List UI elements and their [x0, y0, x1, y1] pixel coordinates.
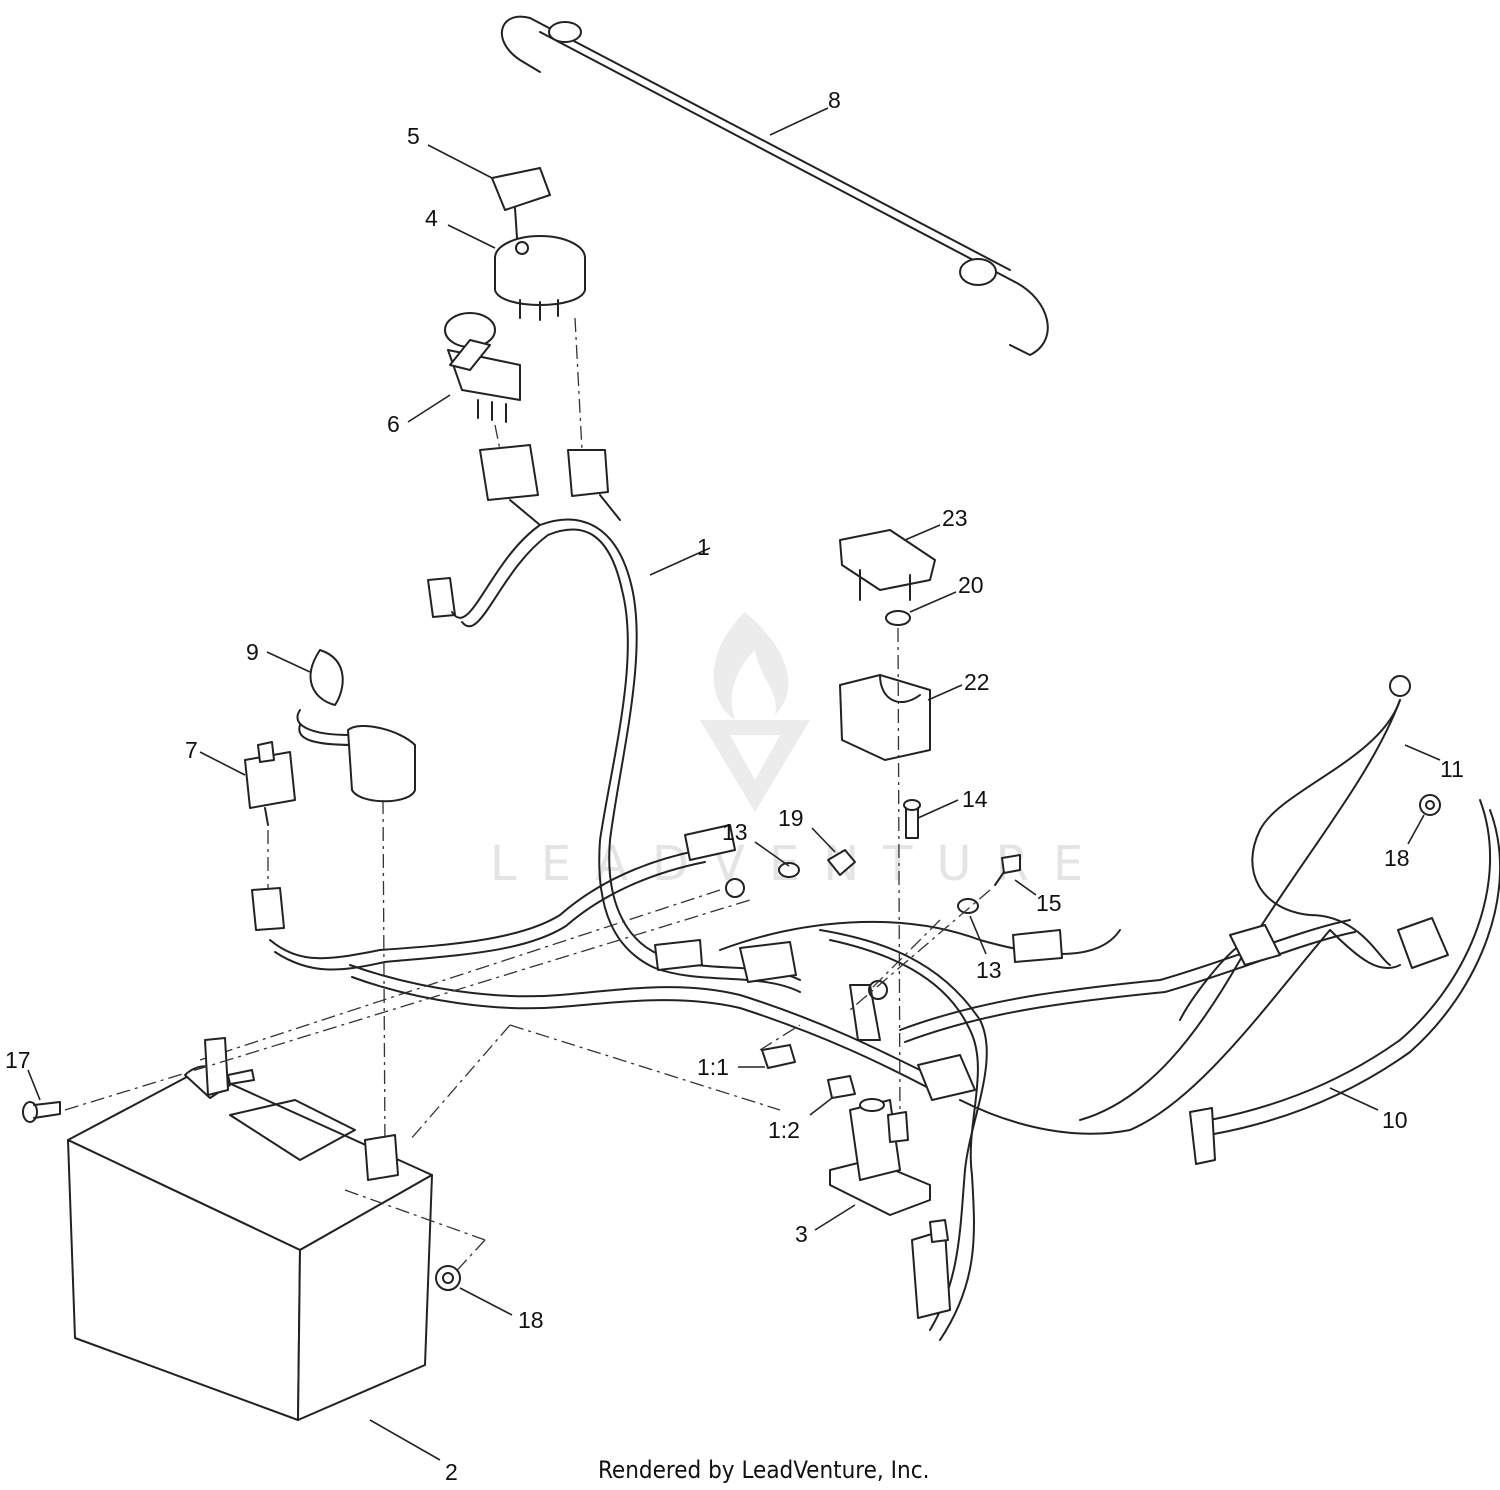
assembly-lines-battery [64, 899, 751, 1279]
cable-part-11 [1079, 675, 1411, 1121]
rendered-by-credit: Rendered by LeadVenture, Inc. [598, 1456, 929, 1484]
assembly-line-pto [494, 424, 501, 451]
washer-part-13-a [778, 862, 800, 878]
fuse-part-1-2 [827, 1075, 856, 1099]
callout-7: 7 [185, 737, 198, 763]
callout-17: 17 [5, 1047, 31, 1073]
rod-part-8 [500, 15, 1049, 356]
assembly-line-solenoid [897, 627, 901, 1121]
callout-10: 10 [1382, 1107, 1408, 1133]
callout-6: 6 [387, 411, 400, 437]
battery-cable-part-9 [296, 649, 416, 803]
callout-23: 23 [942, 505, 968, 531]
fuse-part-1-1 [761, 1044, 796, 1069]
assembly-line-cover [382, 799, 386, 1151]
callout-11: 11 [1440, 756, 1464, 782]
washer-part-13-b [957, 898, 979, 914]
callout-13-a: 13 [722, 819, 748, 845]
nut-part-18-a [435, 1265, 461, 1291]
assembly-lines-fuse [409, 1024, 801, 1141]
callout-8: 8 [828, 87, 841, 113]
main-harness-part-1 [269, 518, 1356, 1341]
bolt-part-14 [903, 799, 921, 839]
callout-3: 3 [795, 1221, 808, 1247]
callout-1-2: 1:2 [768, 1117, 800, 1143]
callout-18-b: 18 [1384, 845, 1410, 871]
harness-connectors-top [427, 444, 621, 618]
callout-1-1: 1:1 [697, 1054, 729, 1080]
callout-4: 4 [425, 205, 438, 231]
callout-13-b: 13 [976, 957, 1002, 983]
nut-part-18-b [1419, 794, 1441, 816]
callout-18-a: 18 [518, 1307, 544, 1333]
callout-22: 22 [964, 669, 990, 695]
screw-part-15 [994, 854, 1021, 886]
harness-center-connectors [251, 824, 976, 1101]
washer-part-20 [885, 610, 911, 626]
cover-part-23 [839, 529, 936, 601]
callout-15: 15 [1036, 890, 1062, 916]
battery-part-2 [67, 1037, 433, 1421]
callouts: 1 2 3 4 5 6 7 8 9 10 11 13 13 14 15 17 1 [5, 87, 1464, 1485]
clip-part-19 [827, 849, 856, 876]
callout-9: 9 [246, 639, 259, 665]
cable-part-10 [1209, 799, 1500, 1135]
harness-right-connectors [1012, 917, 1449, 1165]
callout-19: 19 [778, 805, 804, 831]
watermark-logo: LEADVENTURE [490, 612, 1083, 892]
callout-5: 5 [407, 123, 420, 149]
assembly-lines-mid [199, 889, 991, 1061]
seat-switch [911, 1219, 951, 1319]
solenoid-part-3 [829, 1098, 931, 1216]
callout-2: 2 [445, 1459, 458, 1485]
callout-1: 1 [697, 534, 710, 560]
bolt-part-17 [22, 1101, 61, 1123]
callout-20: 20 [958, 572, 984, 598]
bracket-part-22 [839, 674, 931, 761]
callout-14: 14 [962, 786, 988, 812]
key-part-5 [491, 167, 551, 239]
pto-switch-part-6 [444, 312, 521, 423]
relay-part-7 [244, 741, 296, 826]
ignition-switch-part-4 [494, 235, 586, 321]
assembly-line-ignition [574, 317, 583, 451]
